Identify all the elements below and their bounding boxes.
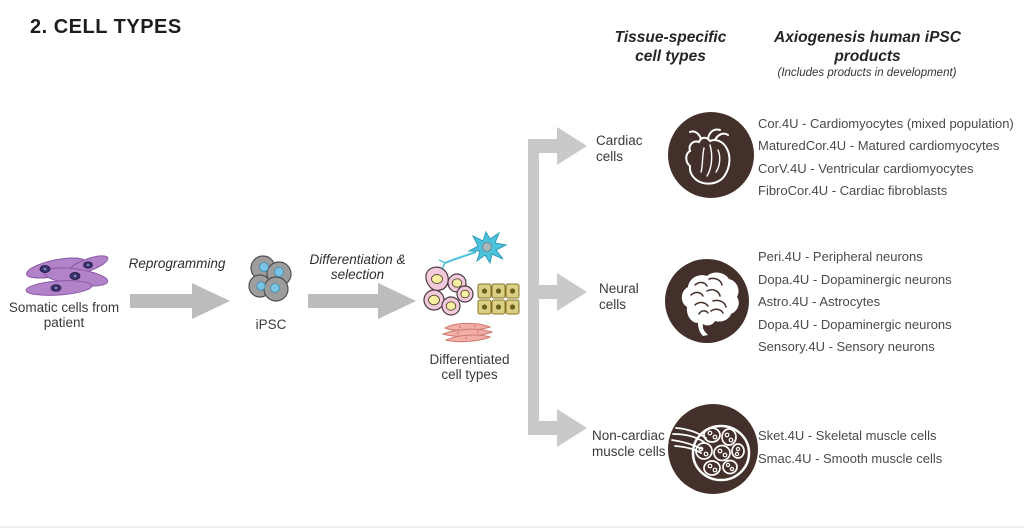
products-column-header: Axiogenesis human iPSC products	[770, 28, 965, 66]
product-item: Dopa.4U - Dopaminergic neurons	[758, 271, 952, 287]
cardiac-products-list: Cor.4U - Cardiomyocytes (mixed populatio…	[758, 113, 1024, 202]
cardiac-label-line1: Cardiac	[596, 133, 643, 148]
reprogramming-arrow	[130, 283, 230, 319]
reprogramming-label: Reprogramming	[128, 256, 226, 271]
brain-icon	[665, 259, 749, 343]
tissue-column-header: Tissue-specific cell types	[598, 28, 743, 66]
heart-icon	[668, 112, 754, 198]
differentiation-arrow	[308, 283, 416, 319]
product-item: Smac.4U - Smooth muscle cells	[758, 451, 943, 466]
products-header-line2: products	[834, 48, 901, 65]
product-item: Sket.4U - Skeletal muscle cells	[758, 428, 937, 443]
product-item: Peri.4U - Peripheral neurons	[758, 249, 923, 264]
cardiac-branch-arrowhead	[557, 127, 587, 165]
somatic-cells-label: Somatic cells from patient	[6, 300, 122, 330]
muscle-fibers	[441, 322, 494, 343]
page-title: 2. CELL TYPES	[30, 16, 182, 38]
muscle-products-list: Sket.4U - Skeletal muscle cells Smac.4U …	[758, 424, 1024, 470]
muscle-branch-arrowhead	[557, 409, 587, 447]
neural-label-line2: cells	[599, 296, 627, 312]
noncardiac-label-line2: muscle cells	[592, 443, 666, 459]
products-header-line1: Axiogenesis human iPSC	[774, 29, 961, 46]
branch-label-cardiac: Cardiac cells	[596, 133, 676, 164]
differentiation-label-line2: selection	[330, 266, 385, 282]
pink-cell-nuclei	[428, 274, 470, 311]
muscle-fiber-nuclei	[456, 324, 480, 340]
neural-branch-arrowhead	[557, 273, 587, 311]
noncardiac-label-line1: Non-cardiac	[592, 428, 665, 443]
differentiated-label-line2: cell types	[441, 367, 498, 382]
product-item: FibroCor.4U - Cardiac fibroblasts	[758, 182, 948, 198]
ipsc-label: iPSC	[255, 317, 287, 332]
differentiated-cells-label: Differentiated cell types	[412, 352, 527, 382]
product-item: Dopa.4U - Dopaminergic neurons	[758, 316, 952, 332]
neuron-cell	[438, 230, 508, 270]
neural-products-list: Peri.4U - Peripheral neurons Dopa.4U - D…	[758, 246, 1024, 359]
product-item: Sensory.4U - Sensory neurons	[758, 339, 935, 354]
epithelial-nuclei	[481, 288, 516, 310]
branch-label-noncardiac: Non-cardiac muscle cells	[592, 428, 692, 459]
muscle-bundle-icon	[668, 404, 758, 494]
epithelial-cells	[477, 283, 520, 315]
differentiated-cells-illustration	[423, 230, 520, 343]
differentiation-label-line1: Differentiation &	[309, 252, 406, 267]
somatic-label-line1: Somatic cells from	[8, 300, 120, 315]
tissue-header-line1: Tissue-specific	[614, 29, 727, 46]
product-item: Astro.4U - Astrocytes	[758, 294, 881, 309]
differentiation-label: Differentiation & selection	[300, 252, 415, 282]
neural-label-line1: Neural	[599, 281, 639, 296]
differentiated-label-line1: Differentiated	[429, 352, 510, 367]
ipsc-cells-illustration	[248, 255, 292, 302]
branch-connector	[528, 127, 587, 447]
products-subnote: (Includes products in development)	[777, 67, 957, 79]
bottom-divider	[0, 526, 1024, 528]
cardiac-label-line2: cells	[596, 148, 624, 164]
branch-label-neural: Neural cells	[599, 281, 679, 312]
somatic-label-line2: patient	[43, 315, 85, 330]
product-item: MaturedCor.4U - Matured cardiomyocytes	[758, 138, 1000, 154]
product-item: CorV.4U - Ventricular cardiomyocytes	[758, 160, 974, 176]
somatic-cells-illustration	[25, 255, 109, 296]
tissue-header-line2: cell types	[635, 48, 706, 65]
product-item: Cor.4U - Cardiomyocytes (mixed populatio…	[758, 116, 1014, 131]
